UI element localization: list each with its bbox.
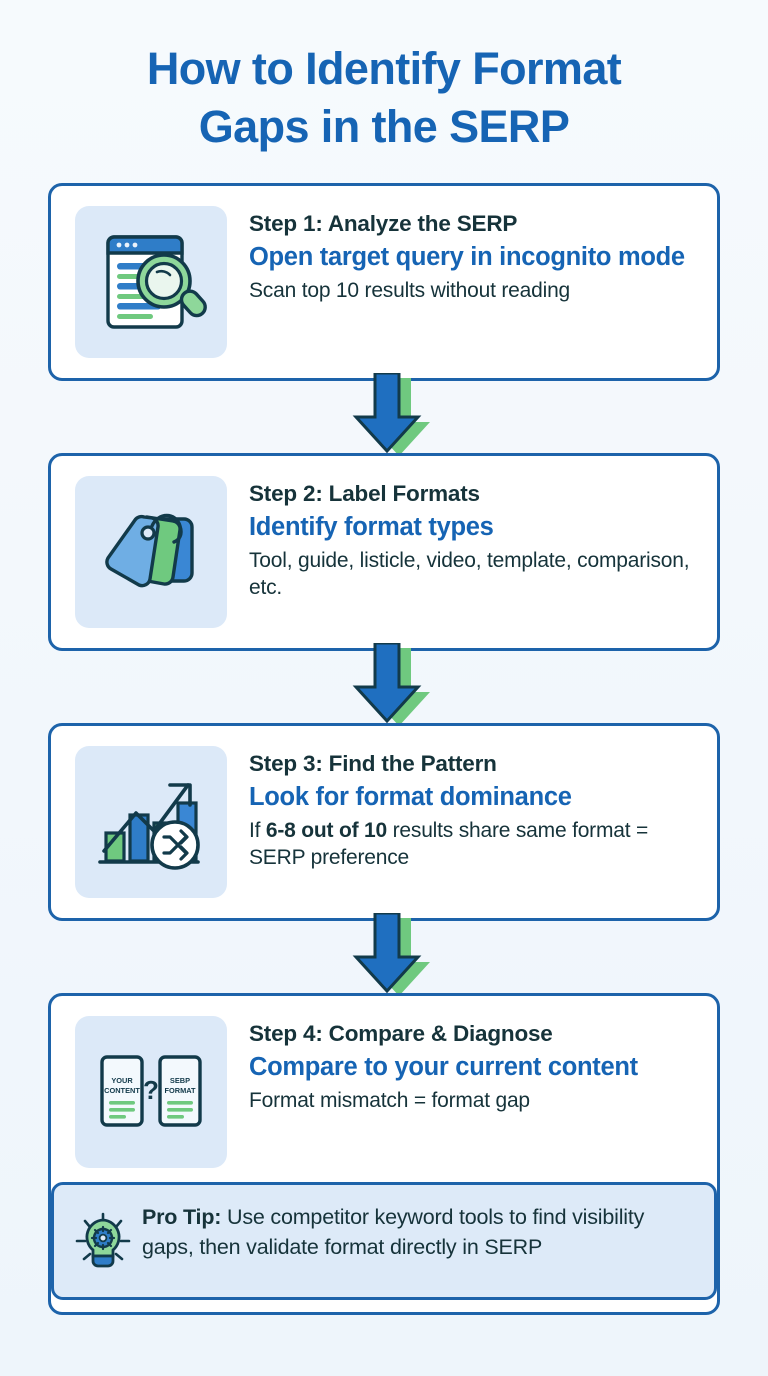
step-2-icon-tile <box>75 476 227 629</box>
connector-2-3 <box>48 643 720 727</box>
pro-tip-panel: Pro Tip: Use competitor keyword tools to… <box>51 1182 717 1301</box>
step-card-3[interactable]: Step 3: Find the Pattern Look for format… <box>48 723 720 922</box>
step-1-icon-tile <box>75 206 227 359</box>
page-title-line-1: How to Identify Format <box>146 43 622 94</box>
connector-1-2 <box>48 373 720 457</box>
step-4-heading: Step 4: Compare & Diagnose <box>249 1021 553 1047</box>
lightbulb-gear-icon <box>75 1212 131 1268</box>
step-3-icon-tile <box>75 746 227 899</box>
step-3-body-before: If <box>249 819 266 843</box>
step-card-1[interactable]: Step 1: Analyze the SERP Open target que… <box>48 183 720 382</box>
compare-documents-icon: YOUR CONTENT SEBP FORMAT ? <box>100 1055 202 1127</box>
step-4-body: Format mismatch = format gap <box>249 1089 530 1113</box>
step-4-icon-tile: YOUR CONTENT SEBP FORMAT ? <box>75 1016 227 1169</box>
pro-tip-icon-wrap <box>72 1207 134 1279</box>
bar-chart-trend-shuffle-icon <box>98 783 200 870</box>
compare-question-mark: ? <box>143 1075 159 1105</box>
pro-tip-text: Pro Tip: Use competitor keyword tools to… <box>134 1203 690 1262</box>
down-arrow-icon <box>352 643 430 727</box>
step-4-accent: Compare to your current content <box>249 1052 638 1081</box>
down-arrow-icon <box>352 373 430 457</box>
down-arrow-icon <box>352 913 430 997</box>
step-2-heading: Step 2: Label Formats <box>249 481 480 507</box>
search-results-magnifier-icon <box>106 235 207 329</box>
pro-tip-body: Use competitor keyword tools to find vis… <box>142 1205 645 1259</box>
step-2-body: Tool, guide, listicle, video, template, … <box>249 549 690 600</box>
step-3-body-after: results share same format = SERP prefere… <box>249 819 649 870</box>
step-card-2[interactable]: Step 2: Label Formats Identify format ty… <box>48 453 720 652</box>
compare-left-label-1: YOUR <box>111 1076 133 1085</box>
step-4-content: YOUR CONTENT SEBP FORMAT ? Step 4: Compa… <box>51 996 717 1182</box>
compare-right-label-2: FORMAT <box>164 1086 196 1095</box>
step-3-heading: Step 3: Find the Pattern <box>249 751 497 777</box>
step-1-body: Scan top 10 results without reading <box>249 279 571 303</box>
connector-3-4 <box>48 913 720 997</box>
step-2-accent: Identify format types <box>249 512 494 541</box>
step-card-4[interactable]: YOUR CONTENT SEBP FORMAT ? Step 4: Compa… <box>48 993 720 1316</box>
pro-tip-label: Pro Tip: <box>142 1205 222 1230</box>
price-tags-icon <box>105 514 194 588</box>
compare-left-label-2: CONTENT <box>104 1086 140 1095</box>
step-1-text-block: Step 1: Analyze the SERP Open target que… <box>227 206 695 304</box>
step-3-body-bold: 6-8 out of 10 <box>265 819 387 843</box>
step-1-heading: Step 1: Analyze the SERP <box>249 211 518 237</box>
step-3-text-block: Step 3: Find the Pattern Look for format… <box>227 746 695 872</box>
step-3-body: If 6-8 out of 10 results share same form… <box>249 817 695 872</box>
page-title-line-2: Gaps in the SERP <box>198 100 570 152</box>
step-2-text-block: Step 2: Label Formats Identify format ty… <box>227 476 695 602</box>
step-1-accent: Open target query in incognito mode <box>249 242 685 271</box>
page-title: How to Identify Format Gaps in the SERP <box>48 0 720 155</box>
compare-right-label-1: SEBP <box>170 1076 190 1085</box>
step-4-text-block: Step 4: Compare & Diagnose Compare to yo… <box>227 1016 695 1114</box>
step-3-accent: Look for format dominance <box>249 782 572 811</box>
